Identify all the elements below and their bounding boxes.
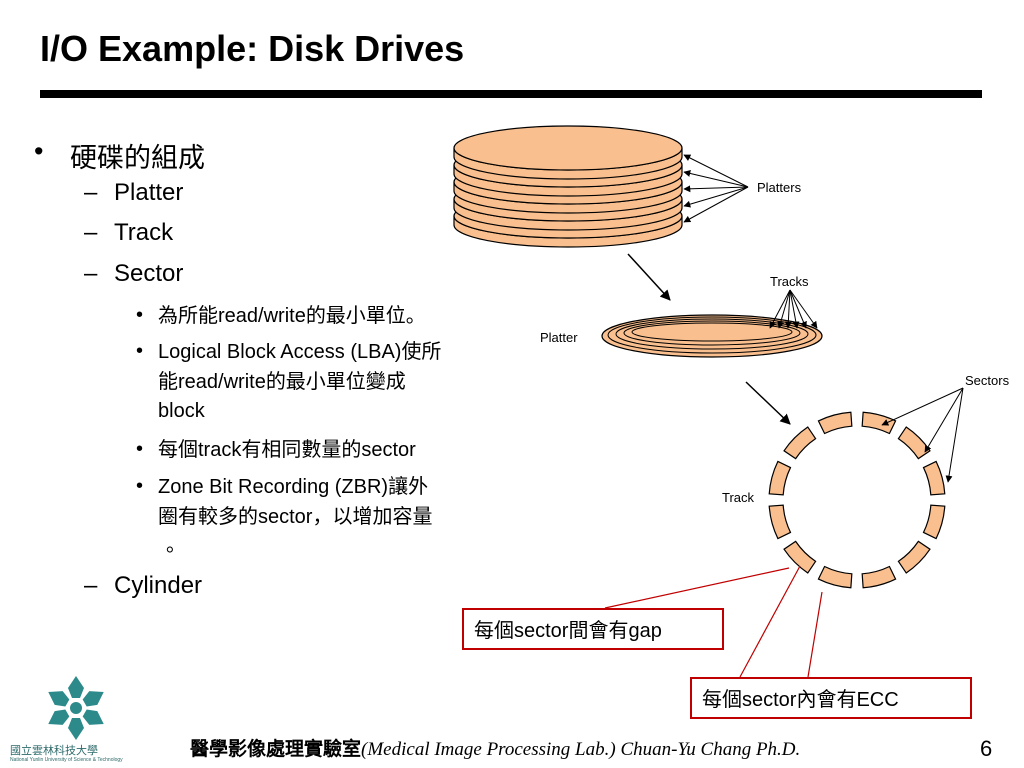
platter-stack	[453, 125, 683, 248]
platters-arrows	[683, 154, 749, 223]
sub-bullet-zbr-line2: 圈有較多的sector，以增加容量	[158, 504, 433, 528]
sub-bullet-zbr-line1: Zone Bit Recording (ZBR)讓外	[158, 474, 429, 498]
sector-segment	[768, 460, 792, 496]
item-track: Track	[114, 219, 174, 246]
dash-marker: –	[84, 572, 98, 599]
sector-segment	[922, 504, 946, 540]
sub-bullet-zbr-line3: 。	[166, 532, 186, 556]
bullet-marker: •	[34, 136, 44, 166]
callout-connectors	[604, 565, 823, 678]
sectors-arrows	[881, 387, 964, 483]
dash-marker: –	[84, 219, 98, 246]
sub-bullet-track-sectors: 每個track有相同數量的sector	[158, 437, 416, 461]
sector-segment	[922, 460, 946, 496]
stack-to-platter-arrow	[627, 253, 671, 301]
university-name-en: National Yunlin University of Science & …	[10, 757, 123, 763]
gap-callout: 每個sector間會有gap	[462, 608, 724, 650]
platter-top	[453, 125, 683, 171]
sector-ring	[768, 411, 946, 589]
platter-to-track-arrow	[745, 381, 791, 425]
sub-bullet-marker: •	[136, 475, 144, 497]
item-sector: Sector	[114, 260, 184, 287]
sub-bullet-lba-line2: 能read/write的最小單位變成	[158, 369, 406, 393]
sector-segment	[897, 426, 931, 460]
page-number: 6	[980, 736, 993, 761]
sectors-label: Sectors	[965, 373, 1010, 388]
bullet-disk-components: 硬碟的組成	[70, 143, 205, 174]
sector-segment	[817, 411, 853, 435]
sub-bullet-min-unit: 為所能read/write的最小單位。	[158, 303, 426, 327]
platter-label: Platter	[540, 330, 578, 345]
platters-label: Platters	[757, 180, 802, 195]
sector-segment	[897, 540, 931, 574]
sub-bullet-lba-line3: block	[158, 400, 205, 422]
footer-lab: 醫學影像處理實驗室(Medical Image Processing Lab.)…	[190, 738, 801, 760]
sector-segment	[768, 504, 792, 540]
dash-marker: –	[84, 260, 98, 287]
sub-bullet-marker: •	[136, 340, 144, 362]
dash-marker: –	[84, 179, 98, 206]
sector-segment	[817, 565, 853, 589]
sector-segment	[861, 565, 897, 589]
sub-bullet-lba-line1: Logical Block Access (LBA)使所	[158, 339, 442, 363]
sector-segment	[861, 411, 897, 435]
tracks-label: Tracks	[770, 274, 809, 289]
track-label: Track	[722, 490, 755, 505]
ecc-callout: 每個sector內會有ECC	[690, 677, 972, 719]
slide-title: I/O Example: Disk Drives	[40, 28, 465, 69]
single-platter	[601, 314, 823, 358]
university-name: 國立雲林科技大學	[10, 744, 98, 757]
sub-bullet-marker: •	[136, 438, 144, 460]
tracks-arrows	[769, 289, 818, 329]
sector-segment	[783, 426, 817, 460]
title-rule	[40, 90, 982, 98]
item-platter: Platter	[114, 179, 184, 206]
sub-bullet-marker: •	[136, 304, 144, 326]
item-cylinder: Cylinder	[114, 572, 203, 599]
university-logo-icon	[44, 676, 108, 740]
